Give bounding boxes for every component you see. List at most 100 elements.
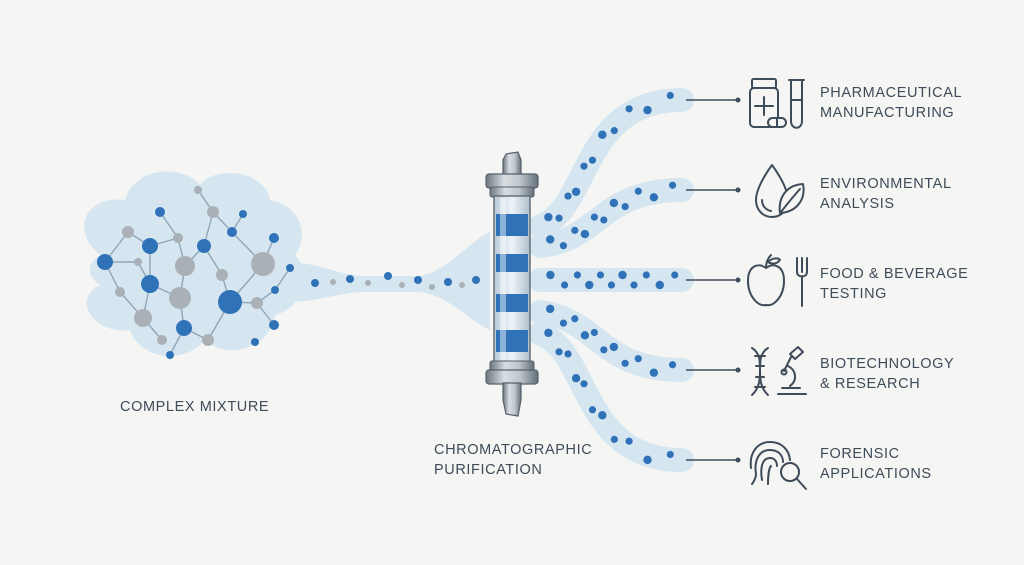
molecule-node — [157, 335, 167, 345]
molecule-node — [251, 252, 275, 276]
fraction-molecule — [590, 213, 598, 221]
fraction-molecule — [607, 281, 616, 289]
fraction-molecule — [610, 127, 618, 135]
complex-mixture-label: COMPLEX MIXTURE — [120, 397, 269, 417]
fraction-molecule — [571, 226, 579, 234]
fraction-molecule — [668, 181, 677, 189]
molecule-node — [134, 309, 152, 327]
molecule-node — [122, 226, 134, 238]
chromatography-column — [485, 151, 539, 417]
application-line1: BIOTECHNOLOGY — [820, 356, 955, 372]
environmental-icon — [755, 164, 805, 218]
connector-end-dot — [735, 187, 741, 193]
molecule-node — [169, 287, 191, 309]
fraction-molecule — [643, 455, 652, 465]
molecule-node — [197, 239, 211, 253]
fraction-molecule — [564, 192, 572, 200]
fraction-molecule — [668, 361, 677, 369]
connector-end-dot — [735, 367, 741, 373]
fraction-molecule — [621, 203, 629, 211]
fraction-molecule — [600, 216, 608, 224]
molecule-node — [269, 320, 279, 330]
fraction-molecule — [571, 187, 581, 196]
connector-end-dot — [735, 277, 741, 283]
application-line2: APPLICATIONS — [820, 466, 932, 482]
fraction-molecule — [559, 242, 568, 250]
molecule-node — [142, 238, 158, 254]
molecule-node — [194, 186, 202, 194]
fraction-molecule — [630, 281, 638, 289]
fraction-molecule — [655, 280, 664, 290]
molecule-node — [115, 287, 125, 297]
chromatographic-text: CHROMATOGRAPHIC — [434, 442, 593, 458]
fraction-molecule — [609, 198, 619, 208]
application-line1: PHARMACEUTICAL — [820, 85, 963, 101]
food-icon — [747, 254, 808, 307]
application-label-food: FOOD & BEVERAGE TESTING — [820, 264, 968, 304]
feed-molecule — [414, 276, 422, 284]
molecule-node — [173, 233, 183, 243]
fraction-molecule — [666, 450, 674, 459]
fraction-molecule — [564, 350, 572, 358]
feed-molecule — [472, 276, 480, 284]
fraction-molecule — [609, 342, 619, 352]
molecular-bond — [159, 211, 179, 239]
fraction-molecule — [642, 271, 650, 279]
molecule-node — [175, 256, 195, 276]
feed-dots — [311, 272, 480, 290]
separation-stream — [528, 322, 694, 472]
feed-stream — [311, 232, 490, 330]
connector-lines — [686, 97, 741, 463]
fraction-molecule — [580, 380, 588, 388]
fraction-molecule — [634, 187, 642, 195]
separated-fractions — [544, 91, 679, 465]
fraction-molecule — [585, 280, 594, 290]
molecule-node — [155, 207, 165, 217]
molecule-node — [286, 264, 294, 272]
molecule-node — [227, 227, 237, 237]
fraction-molecule — [544, 328, 553, 338]
molecule-node — [207, 206, 219, 218]
molecule-node — [176, 320, 192, 336]
application-label-environmental: ENVIRONMENTAL ANALYSIS — [820, 174, 952, 214]
chromatographic-purification-label: CHROMATOGRAPHIC PURIFICATION — [434, 440, 592, 480]
application-line2: ANALYSIS — [820, 196, 895, 212]
complex-mixture-text: COMPLEX MIXTURE — [120, 399, 270, 415]
fraction-molecule — [596, 271, 605, 279]
molecule-node — [141, 275, 159, 293]
feed-molecule — [330, 279, 336, 285]
fraction-molecule — [671, 271, 679, 279]
biotech-icon — [751, 346, 807, 396]
fraction-molecule — [590, 328, 598, 337]
fraction-molecule — [634, 355, 642, 363]
forensic-icon — [749, 441, 807, 490]
separation-stream — [528, 178, 694, 258]
pharmaceutical-icon — [749, 78, 805, 129]
fraction-molecule — [625, 105, 633, 113]
application-label-pharmaceutical: PHARMACEUTICAL MANUFACTURING — [820, 83, 962, 123]
fraction-molecule — [580, 331, 590, 340]
application-line1: FOOD & BEVERAGE — [820, 266, 969, 282]
fraction-molecule — [625, 437, 633, 445]
feed-molecule — [311, 279, 319, 287]
fraction-molecule — [643, 105, 652, 115]
molecule-node — [271, 286, 279, 294]
molecule-node — [251, 297, 263, 309]
application-line1: ENVIRONMENTAL — [820, 176, 952, 192]
fraction-molecule — [600, 346, 608, 354]
molecule-node — [251, 338, 259, 346]
application-label-forensic: FORENSIC APPLICATIONS — [820, 444, 932, 484]
application-line1: FORENSIC — [820, 446, 900, 462]
molecular-bond — [274, 267, 291, 291]
fraction-molecule — [555, 348, 563, 356]
fraction-molecule — [571, 315, 579, 323]
fraction-molecule — [559, 319, 568, 327]
fraction-molecule — [666, 91, 674, 100]
molecule-node — [134, 258, 142, 266]
fraction-molecule — [588, 406, 597, 414]
fraction-molecule — [580, 162, 588, 170]
fraction-molecule — [580, 229, 590, 239]
molecule-node — [269, 233, 279, 243]
